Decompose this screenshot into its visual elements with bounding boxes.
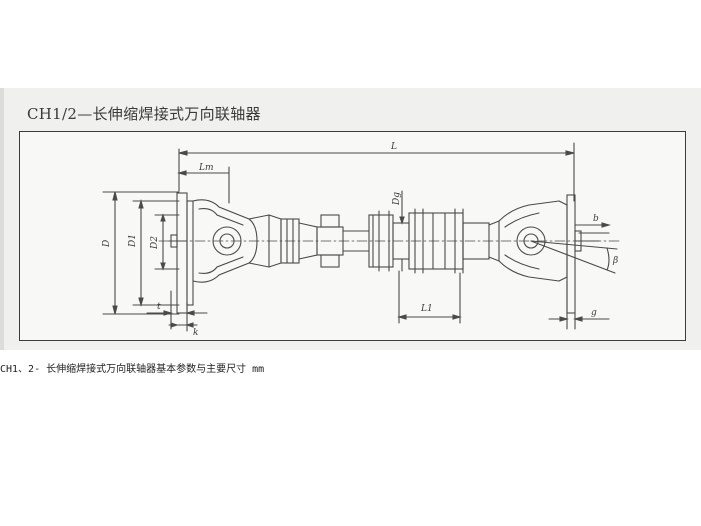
drawing-title: CH1/2—长伸缩焊接式万向联轴器: [27, 105, 261, 123]
label-k: k: [193, 328, 198, 338]
left-flange: [168, 192, 194, 314]
right-flange: [566, 194, 600, 314]
dim-g: [548, 280, 610, 330]
dim-Lm: [176, 166, 230, 204]
label-beta: β: [612, 256, 618, 266]
dim-L: [178, 142, 575, 202]
dim-D-D1-D2: [102, 191, 180, 315]
label-Lm: Lm: [198, 163, 214, 173]
dim-t-k: [146, 290, 208, 332]
dim-Dg: [399, 190, 405, 272]
dim-beta: [530, 240, 618, 274]
label-D1: D1: [128, 234, 138, 248]
scan-edge: [0, 88, 4, 350]
label-L1: L1: [420, 304, 433, 314]
label-b: b: [593, 214, 599, 224]
label-D2: D2: [150, 236, 160, 250]
figure-caption: CH1、2- 长伸缩焊接式万向联轴器基本参数与主要尺寸 mm: [0, 364, 265, 375]
dim-b: [574, 222, 612, 234]
label-t: t: [157, 302, 161, 312]
dim-L1: [396, 270, 463, 324]
coupling-drawing: L Lm D D1 D2 Dg L1 b β t k g: [102, 142, 620, 338]
label-L: L: [390, 142, 397, 152]
label-D: D: [102, 240, 112, 248]
label-Dg: Dg: [392, 192, 402, 206]
label-g: g: [591, 308, 597, 318]
